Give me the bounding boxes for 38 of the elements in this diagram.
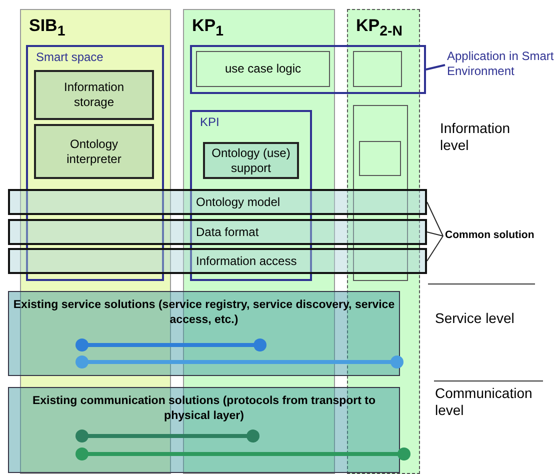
level-label: Communication level — [435, 385, 534, 419]
band-heading: Existing communication solutions (protocols from transport to physical layer) — [31, 394, 377, 424]
leader-line — [426, 202, 444, 236]
component-box — [34, 124, 154, 179]
group-frame — [190, 110, 312, 281]
leader-line — [426, 64, 446, 70]
layer-band — [8, 291, 400, 376]
layer-band — [8, 387, 400, 473]
empty-box — [359, 141, 401, 176]
leader-line — [426, 236, 444, 262]
layer-band — [8, 219, 427, 245]
band-heading: Existing service solutions (service registry, service discovery, service access, etc.) — [13, 298, 395, 328]
group-frame — [26, 45, 164, 281]
empty-box — [353, 105, 408, 281]
component-box — [34, 70, 154, 120]
band-label: Ontology model — [196, 195, 280, 210]
layer-band — [8, 189, 427, 215]
leader-line — [426, 232, 444, 236]
empty-box — [190, 45, 426, 94]
component-box — [196, 51, 330, 87]
band-label: Data format — [196, 225, 259, 240]
layer-band — [8, 248, 427, 274]
box-label: use case logic — [224, 62, 302, 76]
empty-box — [353, 51, 402, 87]
column-title: KP$_{1}$ — [192, 16, 224, 42]
column-title: SIB$_{1}$ — [29, 16, 66, 42]
level-label: Information level — [440, 120, 512, 154]
level-label: Service level — [435, 310, 516, 327]
callout-text: Common solution — [445, 228, 534, 243]
band-label: Information access — [196, 254, 297, 269]
box-label: Information storage — [62, 80, 126, 110]
column-title: KP$_{2-N}$ — [356, 16, 402, 42]
group-label: Smart space — [36, 50, 104, 65]
box-label: Ontology (use) support — [211, 146, 291, 176]
callout-text: Application in Smart Environment — [447, 49, 554, 79]
component-box — [203, 142, 299, 179]
group-label: KPI — [200, 115, 220, 130]
box-label: Ontology interpreter — [66, 136, 122, 166]
